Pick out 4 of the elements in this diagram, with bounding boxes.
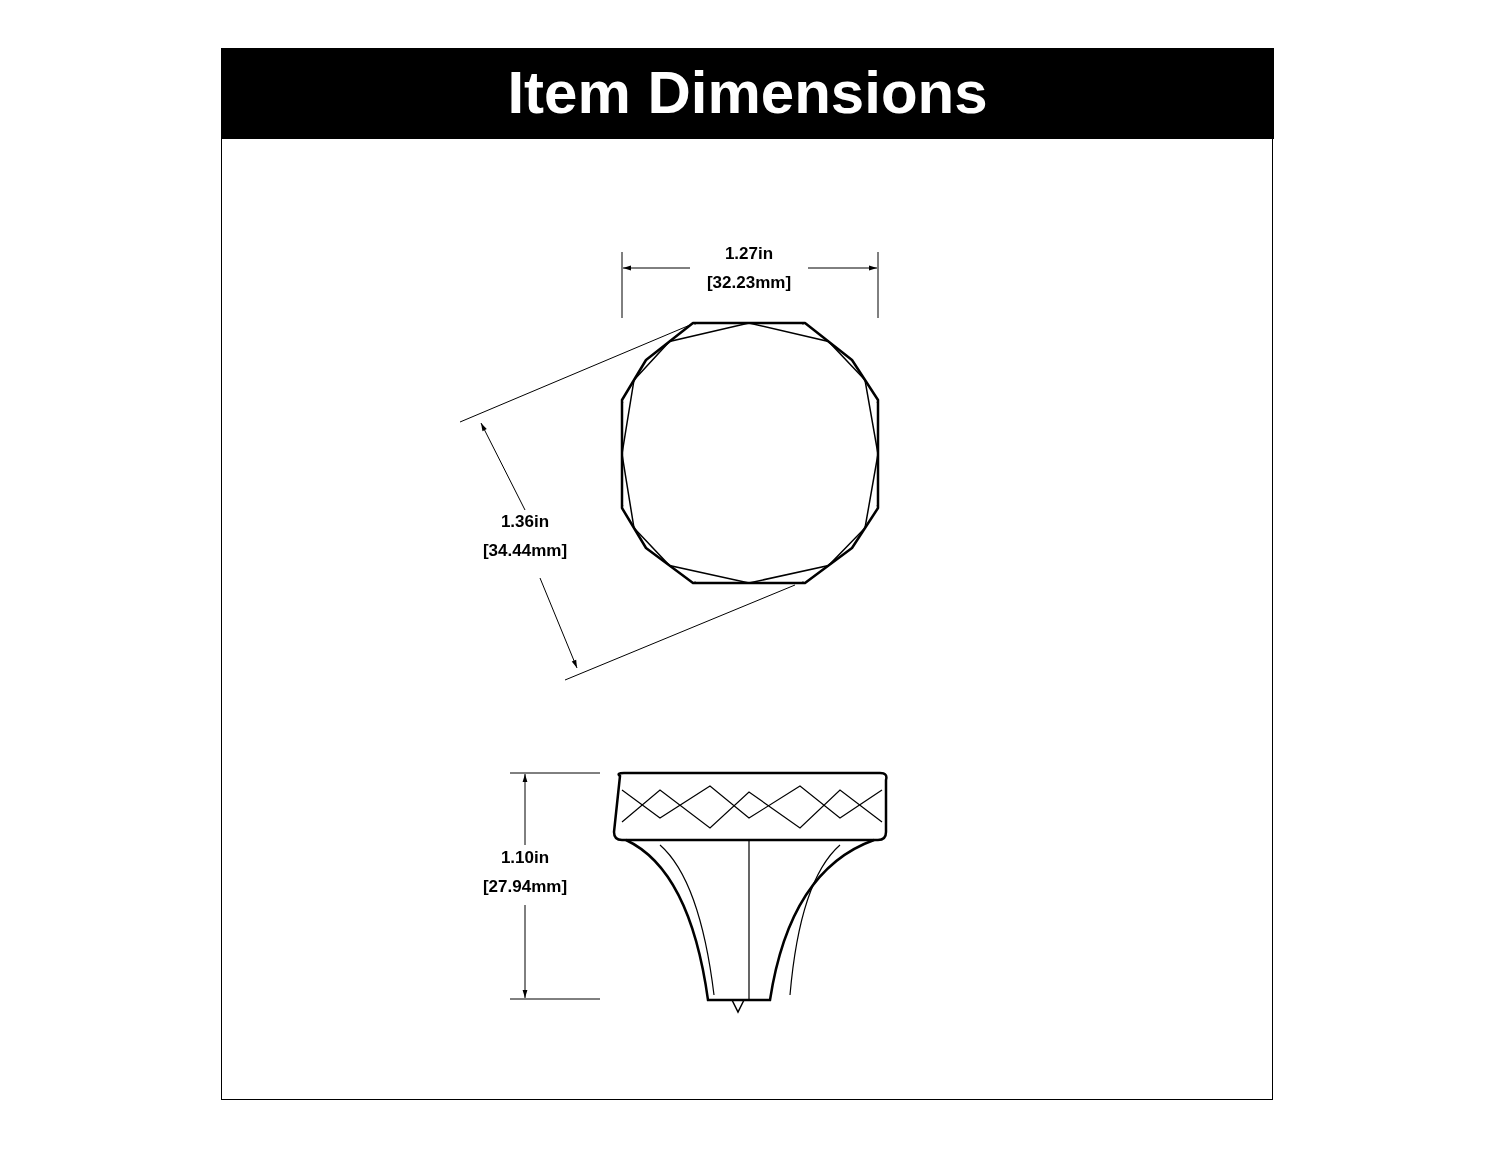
dimension-label: [27.94mm] <box>481 877 569 897</box>
header-title: Item Dimensions <box>506 60 989 126</box>
dimension-label: [34.44mm] <box>481 541 569 561</box>
dimension-label: [32.23mm] <box>705 273 793 293</box>
